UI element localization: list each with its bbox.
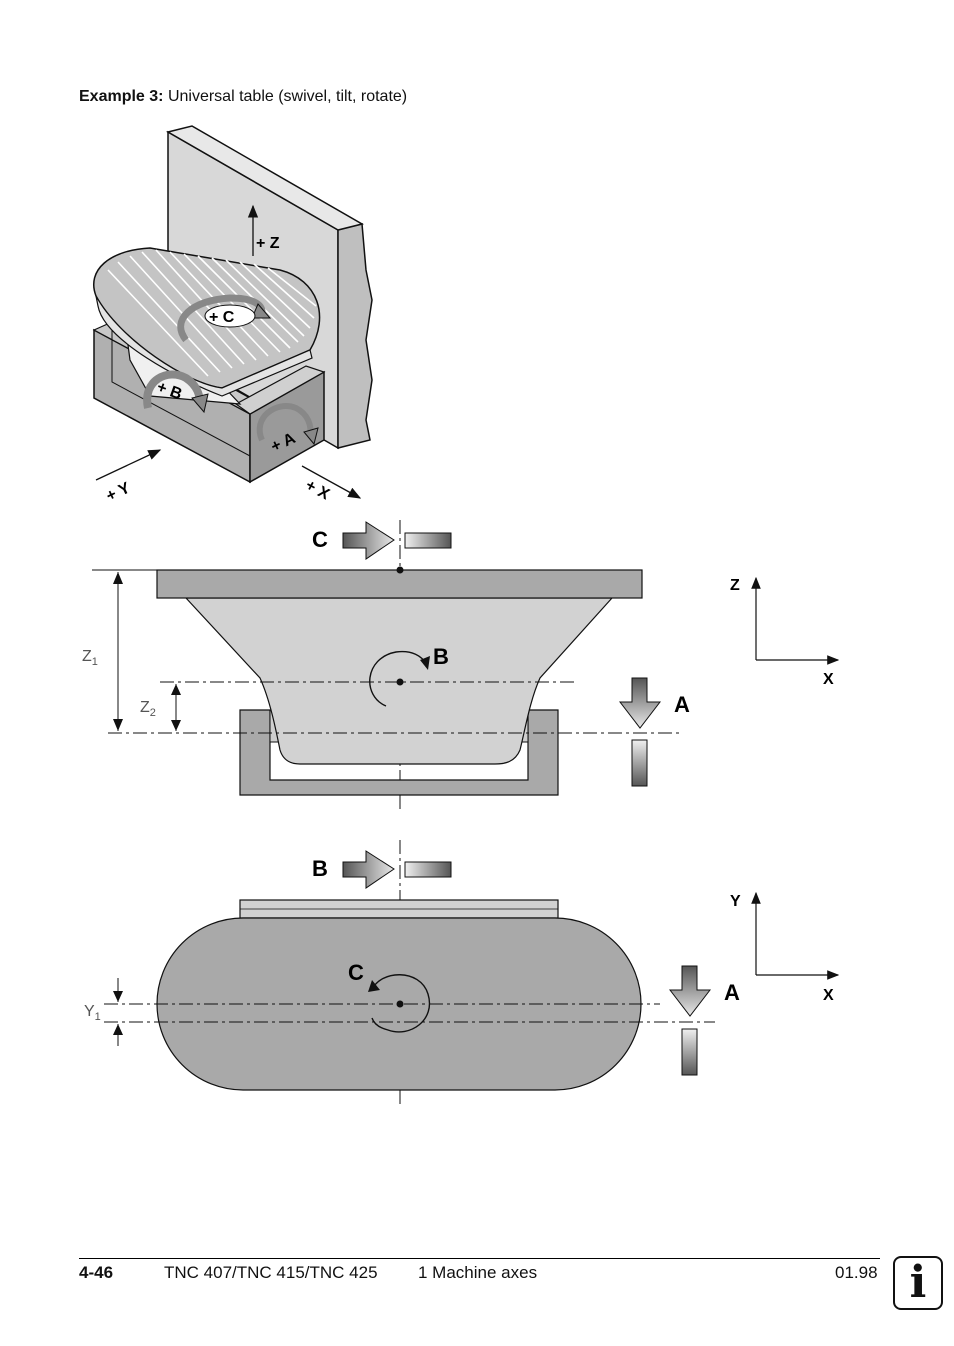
front-a-label: A <box>674 692 690 717</box>
top-axis-x-label: X <box>823 987 834 1004</box>
footer-date: 01.98 <box>835 1263 878 1282</box>
front-z2-label: Z2 <box>140 699 156 719</box>
iso-c-label: + C <box>209 309 235 326</box>
footer-rule <box>79 1258 880 1259</box>
front-axis-x-label: X <box>823 671 834 688</box>
top-a-label: A <box>724 980 740 1005</box>
front-z1-label: Z1 <box>82 648 98 668</box>
caption-prefix: Example 3: <box>79 88 164 105</box>
info-icon: i <box>893 1256 943 1310</box>
figure-caption: Example 3: Universal table (swivel, tilt… <box>79 88 407 106</box>
front-c-label: C <box>312 527 328 552</box>
iso-y-label: + Y <box>104 479 133 505</box>
top-axis-y-label: Y <box>730 893 741 910</box>
top-c-label: C <box>348 960 364 985</box>
top-view: B C Y1 A Y X <box>84 840 840 1104</box>
front-b-label: B <box>433 644 449 669</box>
footer-models: TNC 407/TNC 415/TNC 425 <box>164 1263 378 1282</box>
caption-text: Universal table (swivel, tilt, rotate) <box>167 88 408 105</box>
isometric-view: + Z + C <box>92 125 373 505</box>
top-y1-label: Y1 <box>84 1003 101 1023</box>
iso-z-label: + Z <box>256 235 280 252</box>
front-view: C B Z1 Z2 A Z <box>82 520 840 810</box>
top-b-label: B <box>312 856 328 881</box>
page-number: 4-46 <box>79 1263 114 1282</box>
info-icon-glyph: i <box>909 1257 927 1308</box>
front-axis-z-label: Z <box>730 577 740 594</box>
footer-chapter: 1 Machine axes <box>418 1263 538 1282</box>
